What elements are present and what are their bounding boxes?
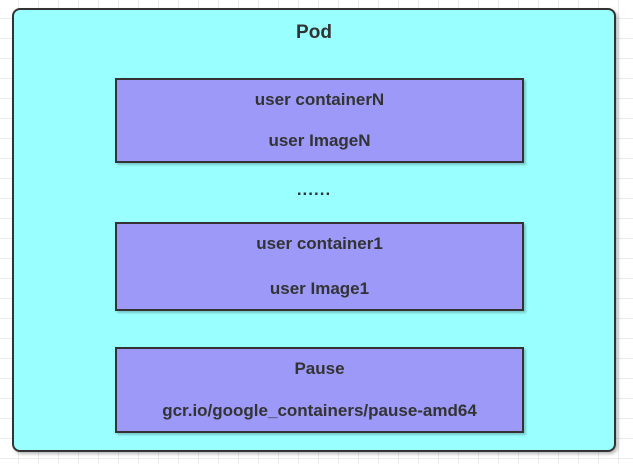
container-image-label: user ImageN (268, 131, 371, 150)
container-image-label: gcr.io/google_containers/pause-amd64 (162, 401, 477, 420)
container-shape-n[interactable]: user containerN user ImageN (115, 78, 524, 163)
ellipsis-label: ...... (296, 180, 332, 199)
container-name-label: user containerN (254, 90, 385, 109)
container-image-label: user Image1 (269, 279, 370, 298)
container-shape-1[interactable]: user container1 user Image1 (115, 222, 524, 311)
pod-title: Pod (296, 22, 332, 43)
container-name-label: Pause (294, 359, 345, 378)
pod-shape[interactable]: Pod user containerN user ImageN ...... u… (12, 8, 616, 452)
container-shape-pause[interactable]: Pause gcr.io/google_containers/pause-amd… (115, 347, 524, 433)
container-name-label: user container1 (256, 234, 383, 253)
